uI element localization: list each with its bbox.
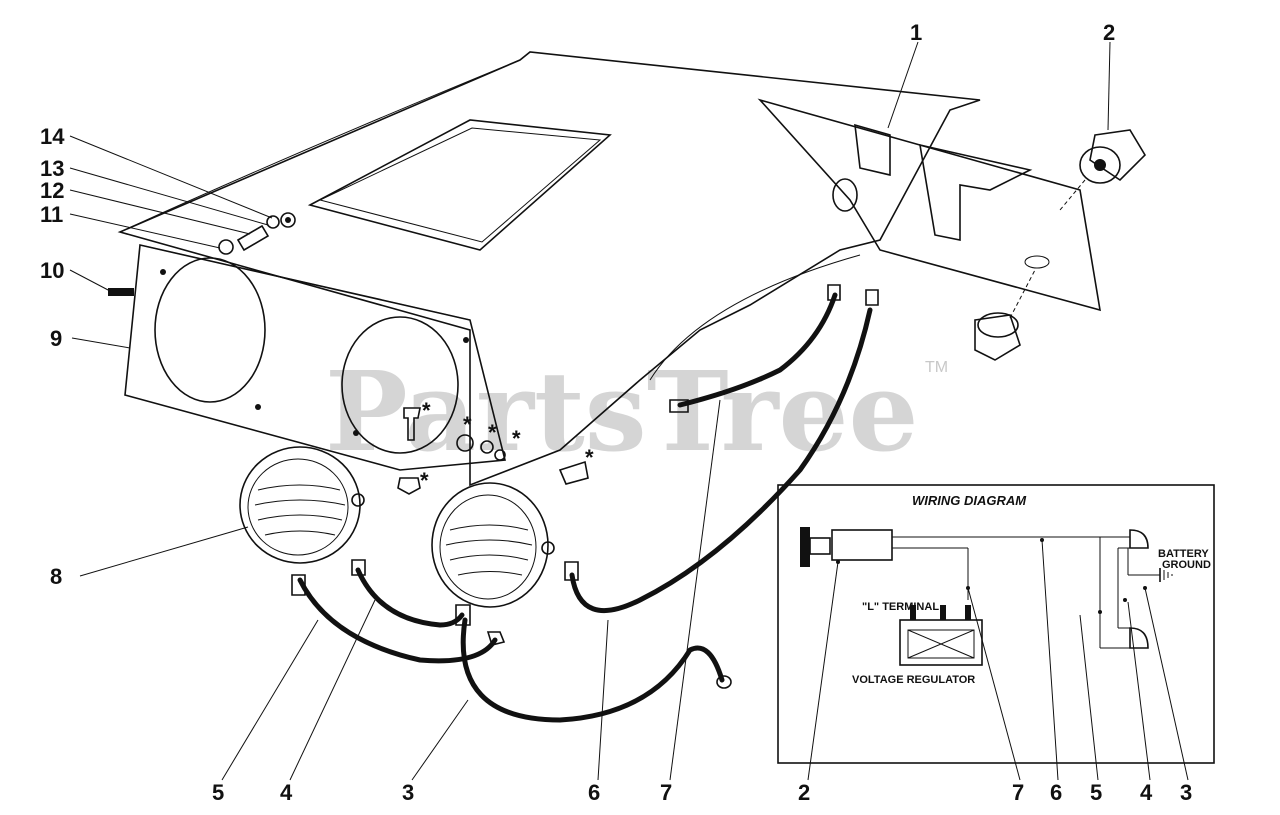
callout-12: 12 (40, 178, 64, 203)
panel-light-hole-right (341, 316, 459, 454)
asterisk-2: * (463, 412, 472, 437)
asterisk-1: * (422, 398, 431, 423)
wiring-diagram-title: WIRING DIAGRAM (912, 493, 1027, 508)
wiring-diagram-frame (777, 484, 1215, 764)
asterisk-5: * (420, 468, 429, 493)
callout-4: 4 (280, 780, 293, 805)
wd-callout-5: 5 (1090, 780, 1102, 805)
leader-lines (69, 41, 1111, 781)
callout-numbers: 1 2 14 13 12 11 10 9 8 5 4 3 6 7 (40, 20, 1115, 805)
watermark-trademark: TM (925, 359, 948, 376)
callout-7: 7 (660, 780, 672, 805)
wd-ground-label: GROUND (1162, 559, 1211, 571)
cable-3 (460, 617, 725, 723)
wd-callout-2: 2 (798, 780, 810, 805)
callout-8: 8 (50, 564, 62, 589)
wd-callout-6: 6 (1050, 780, 1062, 805)
wd-switch-knob (800, 527, 810, 567)
wd-terminal-label: "L" TERMINAL (862, 601, 939, 613)
asterisk-4: * (512, 426, 521, 451)
wd-battery-label: BATTERY (1158, 548, 1209, 560)
mounting-hardware: * * * * * * (397, 398, 594, 495)
asterisk-3: * (488, 420, 497, 445)
wiring-harness (291, 284, 879, 723)
callout-10: 10 (40, 258, 64, 283)
wd-lamp-top (1129, 529, 1149, 549)
wd-callout-7: 7 (1012, 780, 1024, 805)
asterisk-6: * (585, 445, 594, 470)
light-switch (974, 269, 1036, 361)
cable-6 (569, 307, 873, 614)
callout-13: 13 (40, 156, 64, 181)
panel-light-hole-left (154, 257, 266, 403)
callout-6: 6 (588, 780, 600, 805)
switch-knob (1059, 129, 1147, 211)
headlight-panel (124, 244, 507, 471)
callout-2: 2 (1103, 20, 1115, 45)
wiring-diagram: WIRING DIAGRAM "L" TERMINAL VOLTAGE REGU… (777, 484, 1215, 805)
headlight-left (239, 446, 365, 564)
cable-7 (677, 292, 838, 408)
callout-11: 11 (40, 202, 63, 227)
headlight-right (431, 482, 555, 608)
callout-1: 1 (910, 20, 922, 45)
hood-assembly (117, 51, 981, 487)
wd-switch-body (831, 529, 893, 561)
hardware (108, 212, 296, 296)
callout-5: 5 (212, 780, 224, 805)
wd-callout-4: 4 (1140, 780, 1153, 805)
callout-14: 14 (40, 124, 65, 149)
wd-regulator-label: VOLTAGE REGULATOR (852, 674, 975, 686)
switch-bracket (757, 98, 1101, 312)
callout-3: 3 (402, 780, 414, 805)
callout-9: 9 (50, 326, 62, 351)
cable-5 (297, 577, 498, 664)
cable-4 (355, 567, 465, 628)
wd-callout-3: 3 (1180, 780, 1192, 805)
watermark-brand: PartsTree (325, 347, 919, 476)
wd-lamp-bottom (1129, 627, 1149, 649)
bolt-10 (108, 288, 134, 296)
